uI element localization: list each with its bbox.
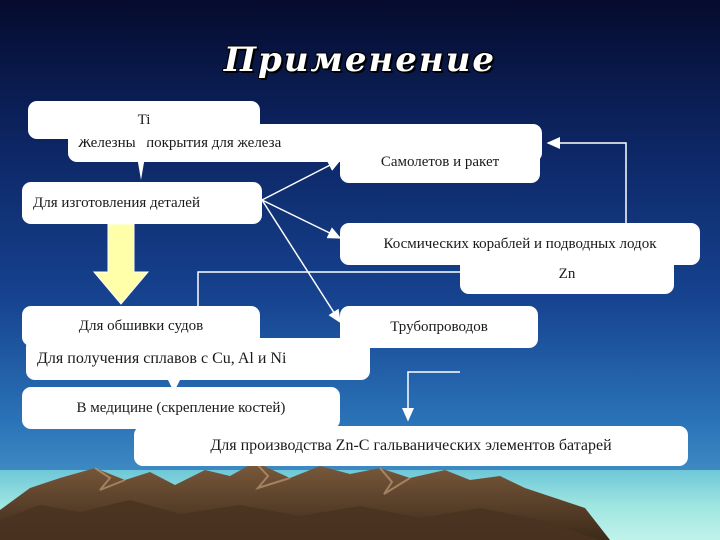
arrow-zn-to-batteries [402,371,460,422]
ship-plating-label: Для обшивки судов [78,317,204,334]
pipelines-label: Трубопроводов [390,318,488,335]
arrow-parts-to-aircraft [261,159,342,201]
ship-plating-box: Для обшивки судов [22,306,260,346]
zn-box: Zn [460,254,674,294]
arrow-parts-to-spacecraft [261,199,342,239]
medicine-box: В медицине (скрепление костей) [22,387,340,429]
parts-label: Для изготовления деталей [33,194,200,211]
zn-label: Zn [558,265,576,282]
connector-zn-left [197,271,460,306]
alloys-label: Для получения сплавов с Cu, Al и Ni [37,350,287,367]
page-title: Применение [223,40,497,80]
aircraft-label: Самолетов и ракет [380,154,500,170]
parts-box: Для изготовления деталей [22,182,262,224]
ti-pointer [134,139,148,180]
aircraft-box: Самолетов и ракет [340,142,540,183]
alloys-pointer [167,378,181,392]
ti-label: Ti [137,111,151,128]
pipelines-box: Трубопроводов [340,306,538,348]
arrow-parts-to-pipelines [261,199,341,324]
spacecraft-label: Космических кораблей и подводных лодок [383,235,657,252]
medicine-label: В медицине (скрепление костей) [76,399,286,416]
batteries-label: Для производства Zn-C гальванических эле… [210,437,612,454]
batteries-box: Для производства Zn-C гальванических эле… [134,426,688,466]
ti-box: Ti [28,101,260,139]
